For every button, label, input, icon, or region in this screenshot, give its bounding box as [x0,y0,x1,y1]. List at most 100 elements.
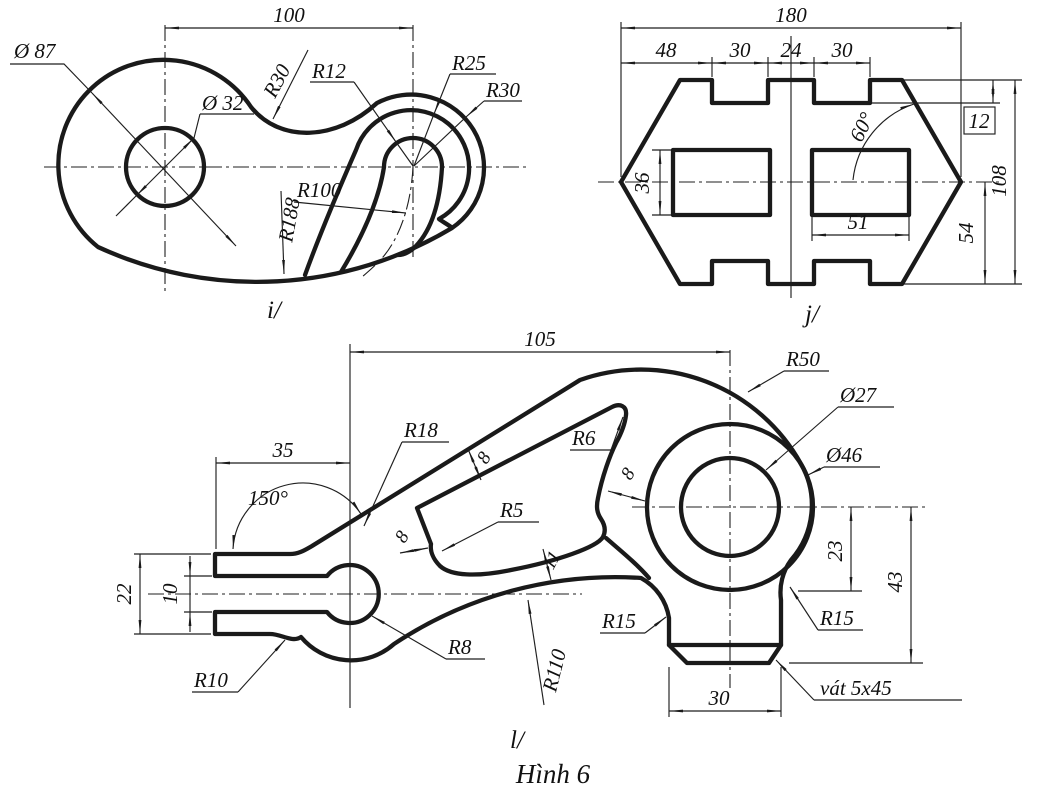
angle-arc-150 [232,482,362,550]
drawing-j: 180 48 30 24 30 60° 12 36 51 54 108 j/ [598,3,1022,328]
radius-r15-right: R15 [819,606,854,630]
dim-10: 10 [158,583,182,605]
diameter-line-32-tail [115,195,137,217]
dim-12: 12 [969,109,991,133]
leader-r12-tail [395,141,414,167]
diameter-line-87 [91,92,237,247]
figure-title: Hình 6 [515,759,591,789]
dim-54: 54 [954,222,978,244]
leader-dia27 [765,406,839,471]
radius-r30-top: R30 [258,60,296,102]
dim-150deg: 150° [248,486,289,510]
dim-30b: 30 [831,38,854,62]
leader-chamfer [775,659,815,701]
hexagon-profile [618,77,964,287]
leader-dia32-elbow [193,113,201,139]
dim-8-top: 8 [473,448,496,468]
dim-8-right: 8 [617,464,640,484]
angle-arc-60 [852,103,915,181]
web-junction-edge [603,535,652,581]
dim-dia27: Ø27 [839,383,878,407]
leader-r188 [280,190,285,275]
dim-60deg: 60° [844,108,879,145]
dim-108: 108 [987,165,1011,197]
dim-100: 100 [273,3,305,27]
curved-slot [338,135,445,275]
diameter-line-32 [135,137,195,197]
outer-profile [56,57,487,284]
right-window [809,147,912,218]
leader-dia87 [10,63,93,94]
dim-35: 35 [272,438,294,462]
radius-r6: R6 [571,426,596,450]
left-window [670,147,773,218]
hub-bore-circle [678,455,782,559]
leader-r15-right [789,586,819,631]
tick-11 [542,548,552,581]
dim-23: 23 [823,541,847,562]
radius-r12: R12 [311,59,346,83]
radius-r50: R50 [785,347,820,371]
view-label-j: j/ [802,301,821,328]
view-label-l: l/ [510,727,526,754]
dim-30: 30 [708,686,731,710]
radius-r15-left: R15 [601,609,636,633]
dim-43: 43 [883,572,907,593]
dim-11: 11 [539,548,566,573]
radius-r5: R5 [499,498,523,522]
tick-8-right [607,490,646,502]
dim-box-12 [963,106,996,135]
drawing-i: 100 Ø 87 Ø 32 R30 R12 R25 R30 R100 R188 [10,3,528,324]
radius-r30-right: R30 [485,78,520,102]
outer-profile [212,367,814,666]
dim-48: 48 [656,38,678,62]
chamfer-note: vát 5x45 [820,676,892,700]
dim-180: 180 [775,3,807,27]
ext-36 [652,149,671,216]
leader-r30-right-tail [413,116,467,167]
leader-r100 [293,201,407,214]
dim-105: 105 [524,327,556,351]
ext-30 [668,667,782,717]
radius-r110: R110 [537,646,571,695]
dim-30a: 30 [729,38,752,62]
dim-24: 24 [781,38,803,62]
leader-r50 [747,370,785,393]
leader-r30-right [465,100,485,118]
leader-r25 [433,73,451,115]
ext-22 [134,553,211,635]
leader-r15-left [644,616,667,634]
ext-51 [811,217,910,241]
dim-dia46: Ø46 [825,443,863,467]
radius-r10: R10 [193,668,228,692]
leader-r5 [441,521,499,552]
radius-r18: R18 [403,418,438,442]
dim-dia32: Ø 32 [201,91,244,115]
leader-dia46 [807,466,825,476]
ext-chain [711,57,871,77]
radius-r188: R188 [273,195,305,244]
hub-outer-circle [644,421,816,593]
leader-r25-tail [413,113,435,167]
view-label-i: i/ [267,297,283,324]
radius-r8: R8 [447,635,472,659]
rim-arc-r25 [302,108,472,278]
radius-r100: R100 [296,178,342,202]
tick-8-left [399,547,429,554]
leader-r12 [353,81,397,143]
drawing-l: 105 35 150° R18 8 R6 8 R5 8 11 R50 [112,327,962,789]
radius-r25: R25 [451,51,486,75]
lightening-window [414,403,629,577]
slot-centerline-arc [361,166,414,278]
dim-8-left: 8 [391,527,414,547]
leader-r6 [610,416,624,451]
tick-8-top [467,448,482,481]
leader-r8 [371,615,447,660]
leader-r30-top [272,49,309,120]
leader-r18 [363,441,403,527]
leader-r110 [527,599,545,706]
leader-r10 [237,639,286,693]
dim-dia87: Ø 87 [13,39,57,63]
